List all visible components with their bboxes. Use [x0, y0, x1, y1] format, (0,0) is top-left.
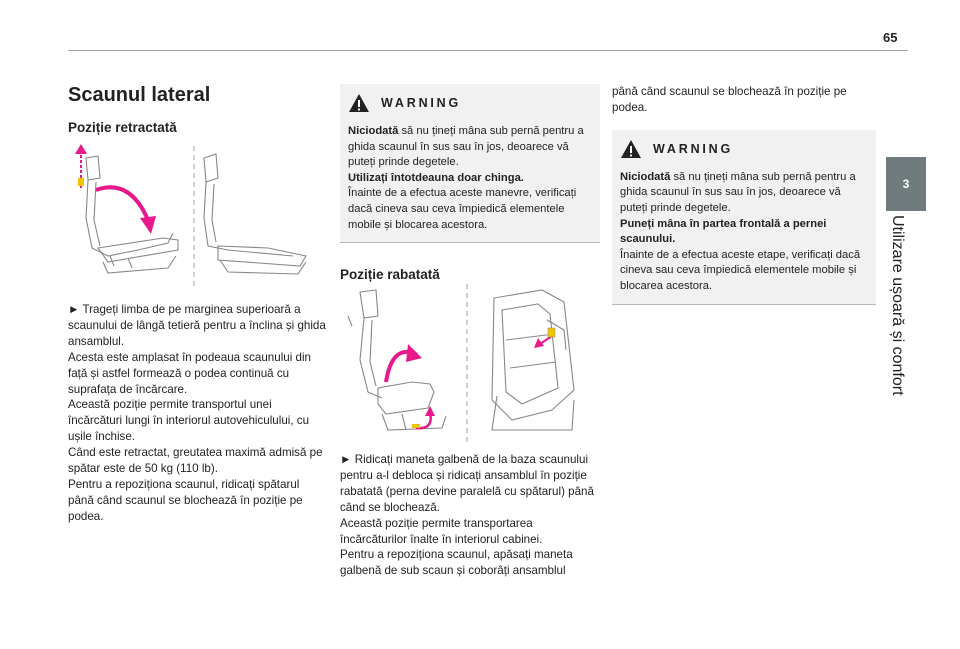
warning-lead-rest: să nu țineți mâna sub pernă pentru a ghi…	[348, 125, 584, 169]
warning-bold-line: Puneți mâna în partea frontală a pernei …	[620, 217, 827, 246]
retracted-text: ► Trageți limba de pe marginea superioar…	[68, 302, 326, 525]
warning-icon	[621, 139, 641, 158]
folded-para-continued: până când scaunul se blochează în poziți…	[612, 85, 847, 114]
retracted-step: ► Trageți limba de pe marginea superioar…	[68, 303, 326, 348]
warning-bold-line: Utilizați întotdeauna doar chinga.	[348, 171, 524, 184]
warning-box: WARNING Niciodată să nu țineți mâna sub …	[340, 84, 600, 244]
chapter-tab[interactable]: 3	[886, 157, 926, 211]
folded-seat-illustration	[347, 284, 575, 442]
retracted-seat-illustration	[75, 144, 307, 286]
warning-box: WARNING Niciodată să nu țineți mâna sub …	[612, 129, 876, 305]
warning-icon	[349, 94, 369, 112]
subsection-title-folded: Poziție rabatată	[340, 267, 440, 283]
warning-title: WARNING	[653, 141, 734, 156]
warning-lead: Niciodată	[620, 170, 671, 183]
retracted-para: Pentru a repoziționa scaunul, ridicați s…	[68, 477, 303, 523]
warning-title: WARNING	[381, 96, 462, 110]
column-middle: WARNING Niciodată să nu țineți mâna sub …	[340, 84, 600, 282]
section-title: Scaunul lateral	[68, 84, 211, 106]
column-left: Scaunul lateral Poziție retractată	[68, 84, 326, 135]
page-number: 65	[883, 30, 898, 45]
header-rule	[68, 50, 908, 51]
folded-step: ► Ridicați maneta galbenă de la baza sca…	[340, 453, 594, 514]
warning-closing: Înainte de a efectua aceste manevre, ver…	[348, 187, 577, 231]
warning-lead-rest: să nu țineți mâna sub pernă pentru a ghi…	[620, 170, 856, 214]
folded-para: Această poziție permite transportarea în…	[340, 516, 543, 546]
subsection-title-retracted: Poziție retractată	[68, 120, 177, 135]
folded-para: Pentru a repoziționa scaunul, apăsați ma…	[340, 548, 573, 578]
warning-lead: Niciodată	[348, 125, 399, 137]
warning-closing: Înainte de a efectua aceste etape, verif…	[620, 248, 861, 292]
retracted-para: Acesta este amplasat în podeaua scaunulu…	[68, 350, 311, 396]
chapter-label: Utilizare ușoară și confort	[888, 215, 912, 515]
retracted-para: Această poziție permite transportul unei…	[68, 398, 310, 444]
column-right: până când scaunul se blochează în poziți…	[612, 84, 876, 305]
chapter-label-text: Utilizare ușoară și confort	[889, 215, 906, 396]
folded-text: ► Ridicați maneta galbenă de la baza sca…	[340, 452, 602, 579]
retracted-para: Când este retractat, greutatea maximă ad…	[68, 446, 323, 476]
